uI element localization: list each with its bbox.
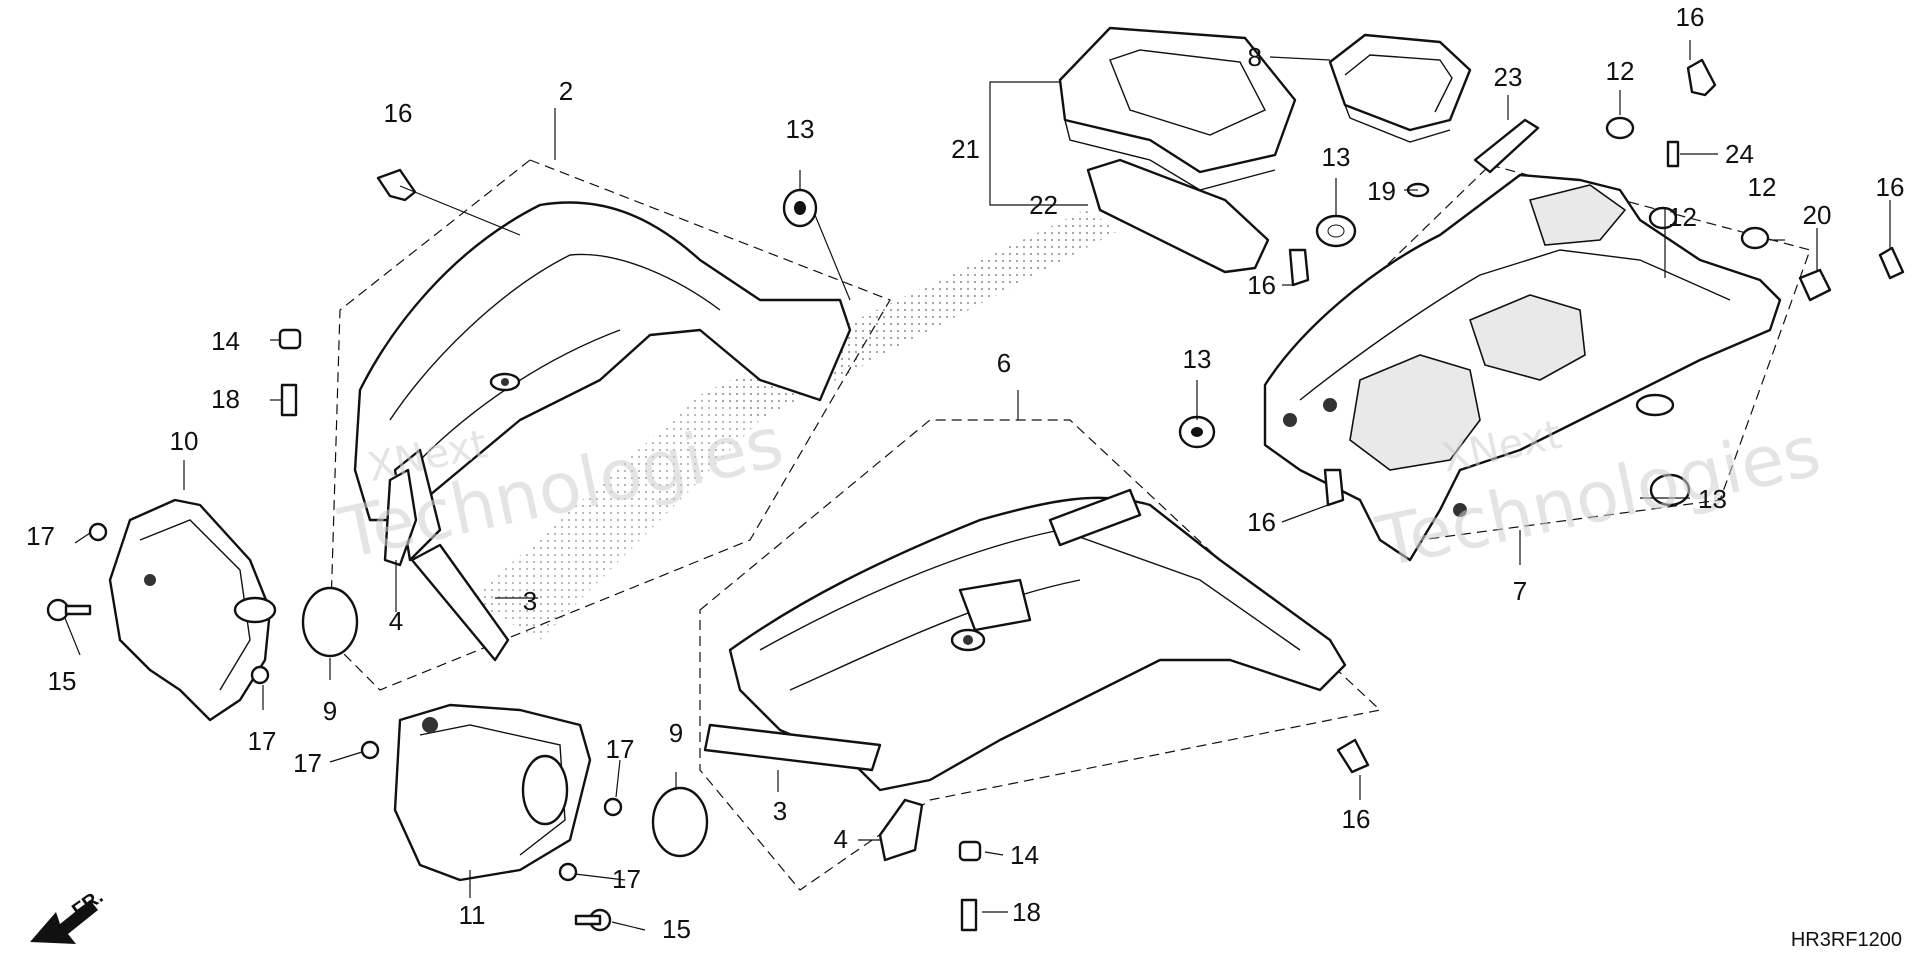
callout-16: 16 [1876,172,1905,202]
callout-16: 16 [1247,507,1276,537]
front-direction-indicator: FR. [30,886,107,944]
callout-9: 9 [669,718,683,748]
callout-17: 17 [248,726,277,756]
part-21-cover [1058,26,1297,191]
part-3-strip-left [410,543,510,662]
callout-22: 22 [1029,190,1058,220]
part-3-strip-center [703,723,882,772]
callout-12: 12 [1748,172,1777,202]
callout-23: 23 [1494,62,1523,92]
part-7-carrier [1263,164,1811,562]
part-4-plate-left [383,468,418,567]
part-4-plate-center [878,798,924,862]
callout-3: 3 [523,586,537,616]
callout-16: 16 [384,98,413,128]
callout-12: 12 [1668,202,1697,232]
callout-12: 12 [1606,56,1635,86]
callout-4: 4 [389,606,403,636]
callout-21: 21 [951,134,980,164]
callout-11: 11 [459,900,486,930]
callout-16: 16 [1247,270,1276,300]
callout-13: 13 [786,114,815,144]
part-23-bracket [1473,118,1540,174]
callout-14: 14 [1010,840,1039,870]
callout-3: 3 [773,796,787,826]
part-11-duct-bottom [393,703,592,882]
callout-18: 18 [1012,897,1041,927]
fasteners [46,58,1905,932]
callout-15: 15 [662,914,691,944]
callout-10: 10 [170,426,199,456]
callouts: 2 16 13 14 18 10 17 15 17 4 3 9 17 17 17… [26,2,1904,944]
callout-17: 17 [293,748,322,778]
callout-18: 18 [211,384,240,414]
callout-13: 13 [1698,484,1727,514]
part-10-duct-left [108,498,277,722]
callout-13: 13 [1183,344,1212,374]
part-9-ring-right [651,786,709,858]
part-9-ring-left [301,586,359,658]
front-arrow-icon [30,900,98,944]
part-8-lid [1328,33,1472,143]
callout-15: 15 [48,666,77,696]
part-22-gasket [1086,158,1270,274]
callout-16: 16 [1342,804,1371,834]
callout-16: 16 [1676,2,1705,32]
callout-7: 7 [1513,576,1527,606]
callout-19: 19 [1367,176,1396,206]
callout-17: 17 [26,521,55,551]
callout-17: 17 [612,864,641,894]
callout-20: 20 [1803,200,1832,230]
callout-2: 2 [559,76,573,106]
dotted-guide-band [470,395,760,640]
callout-9: 9 [323,696,337,726]
part-6-rear-fender [699,419,1382,891]
callout-13: 13 [1322,142,1351,172]
callout-6: 6 [997,348,1011,378]
callout-24: 24 [1725,139,1754,169]
diagram-code: HR3RF1200 [1791,929,1902,951]
callout-17: 17 [606,734,635,764]
callout-14: 14 [211,326,240,356]
callout-4: 4 [834,824,848,854]
callout-8: 8 [1248,42,1262,72]
leader-lines [64,40,1891,931]
